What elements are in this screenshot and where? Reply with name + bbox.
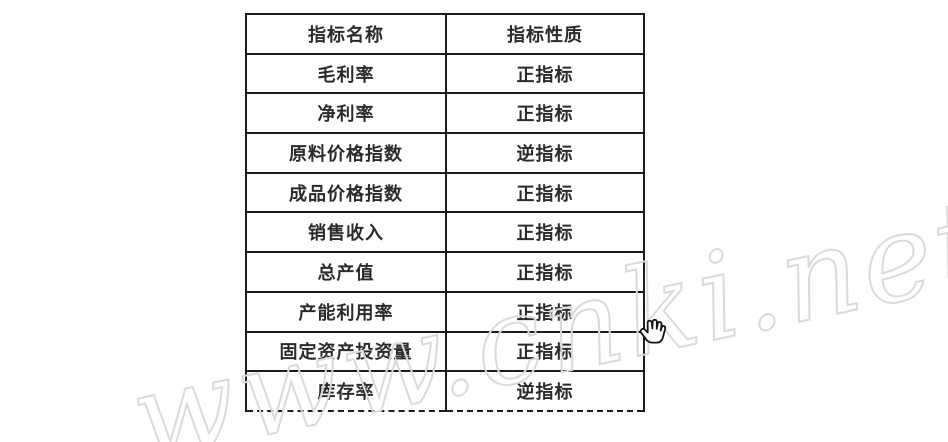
indicator-name-cell: 成品价格指数 (245, 171, 447, 214)
indicator-name-cell: 总产值 (245, 251, 447, 293)
table-row: 毛利率正指标 (245, 52, 645, 95)
table-row: 总产值正指标 (245, 251, 645, 293)
indicator-table: 指标名称 指标性质 毛利率正指标净利率正指标原料价格指数逆指标成品价格指数正指标… (245, 13, 645, 412)
grab-hand-cursor (633, 315, 671, 355)
table-row: 原料价格指数逆指标 (245, 132, 645, 174)
indicator-nature-cell: 正指标 (445, 52, 645, 95)
header-row: 指标名称 指标性质 (245, 13, 645, 55)
indicator-nature-cell: 正指标 (445, 92, 645, 135)
indicator-nature-cell: 逆指标 (445, 370, 645, 412)
column-header-indicator-nature: 指标性质 (445, 13, 645, 55)
table-row: 销售收入正指标 (245, 211, 645, 254)
indicator-name-cell: 固定资产投资量 (245, 330, 447, 373)
table-row: 净利率正指标 (245, 92, 645, 135)
table-row: 库存率逆指标 (245, 370, 645, 412)
indicator-name-cell: 原料价格指数 (245, 132, 447, 174)
indicator-nature-cell: 正指标 (445, 251, 645, 293)
indicator-name-cell: 净利率 (245, 92, 447, 135)
indicator-nature-cell: 逆指标 (445, 132, 645, 174)
indicator-nature-cell: 正指标 (445, 211, 645, 254)
indicator-nature-cell: 正指标 (445, 171, 645, 214)
indicator-nature-cell: 正指标 (445, 290, 645, 333)
table-row: 固定资产投资量正指标 (245, 330, 645, 373)
indicator-name-cell: 产能利用率 (245, 290, 447, 333)
column-header-indicator-name: 指标名称 (245, 13, 447, 55)
indicator-name-cell: 库存率 (245, 370, 447, 412)
table-body: 毛利率正指标净利率正指标原料价格指数逆指标成品价格指数正指标销售收入正指标总产值… (245, 52, 645, 412)
indicator-nature-cell: 正指标 (445, 330, 645, 373)
table-row: 产能利用率正指标 (245, 290, 645, 333)
grab-hand-icon (639, 318, 667, 344)
indicator-name-cell: 毛利率 (245, 52, 447, 95)
indicator-name-cell: 销售收入 (245, 211, 447, 254)
table-row: 成品价格指数正指标 (245, 171, 645, 214)
